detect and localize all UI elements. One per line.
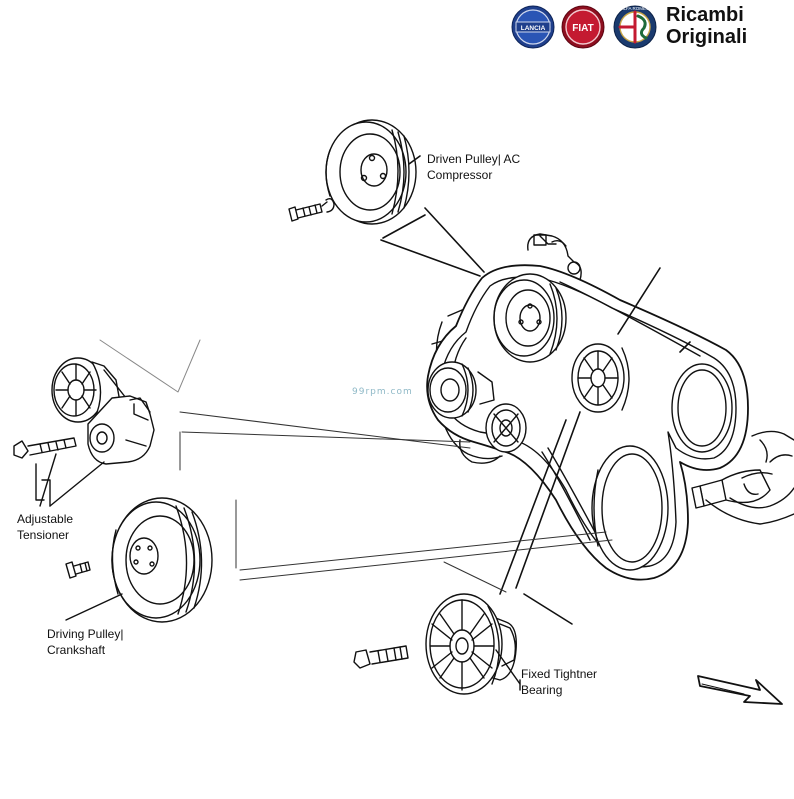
bearing-leader [495,649,521,691]
ac-pulley-bolt [288,197,335,222]
crankshaft-label-line-1: Driving Pulley| [47,627,124,641]
alfa-romeo-logo-text: ALFA ROMEO [620,6,650,11]
brand-line-2: Originali [666,26,748,48]
ac-compressor-label-line-2: Compressor [427,168,493,182]
fixed-bearing-label-line-2: Bearing [521,683,563,697]
fiat-logo-text: FIAT [572,23,593,34]
fiat-logo: FIAT [561,5,605,49]
fixed-bearing-label: Fixed Tightner Bearing [521,666,597,698]
direction-arrow-icon [697,675,783,705]
assembly-leader-lines [499,267,691,625]
lancia-logo-text: LANCIA [521,25,546,32]
brand-logos: LANCIA FIAT ALFA ROMEO [511,5,657,49]
adjustable-tensioner-label: Adjustable Tensioner [17,511,73,543]
ac-compressor-label-line-1: Driven Pulley| AC [427,152,521,166]
background-pointer-lines [99,339,613,593]
adjustable-tensioner-label-line-2: Tensioner [17,528,70,542]
ac-compressor-pulley [325,119,417,225]
crankshaft-label: Driving Pulley| Crankshaft [47,626,123,658]
adjustable-tensioner [51,357,155,465]
brand-header: Ricambi Originali [512,2,794,50]
bearing-bolt [353,645,409,669]
brand-wordmark: Ricambi Originali [666,4,747,48]
tensioner-leader-lines [35,453,105,507]
tensioner-bolt [13,437,77,459]
crank-bolt [65,561,91,579]
ac-leader-lines [380,155,485,277]
ac-compressor-label: Driven Pulley| AC Compressor [427,151,520,183]
fixed-bearing-label-line-1: Fixed Tightner [521,667,598,681]
crankshaft-leader [65,593,123,621]
crankshaft-label-line-2: Crankshaft [47,643,106,657]
engine-assembly [426,233,794,581]
watermark: 99rpm.com [352,387,413,397]
lancia-logo: LANCIA [511,5,555,49]
fixed-tightener-bearing [425,593,517,695]
alfa-romeo-logo: ALFA ROMEO [613,5,657,49]
crankshaft-pulley [111,497,213,623]
adjustable-tensioner-label-line-1: Adjustable [17,512,74,526]
brand-line-1: Ricambi [666,4,744,26]
